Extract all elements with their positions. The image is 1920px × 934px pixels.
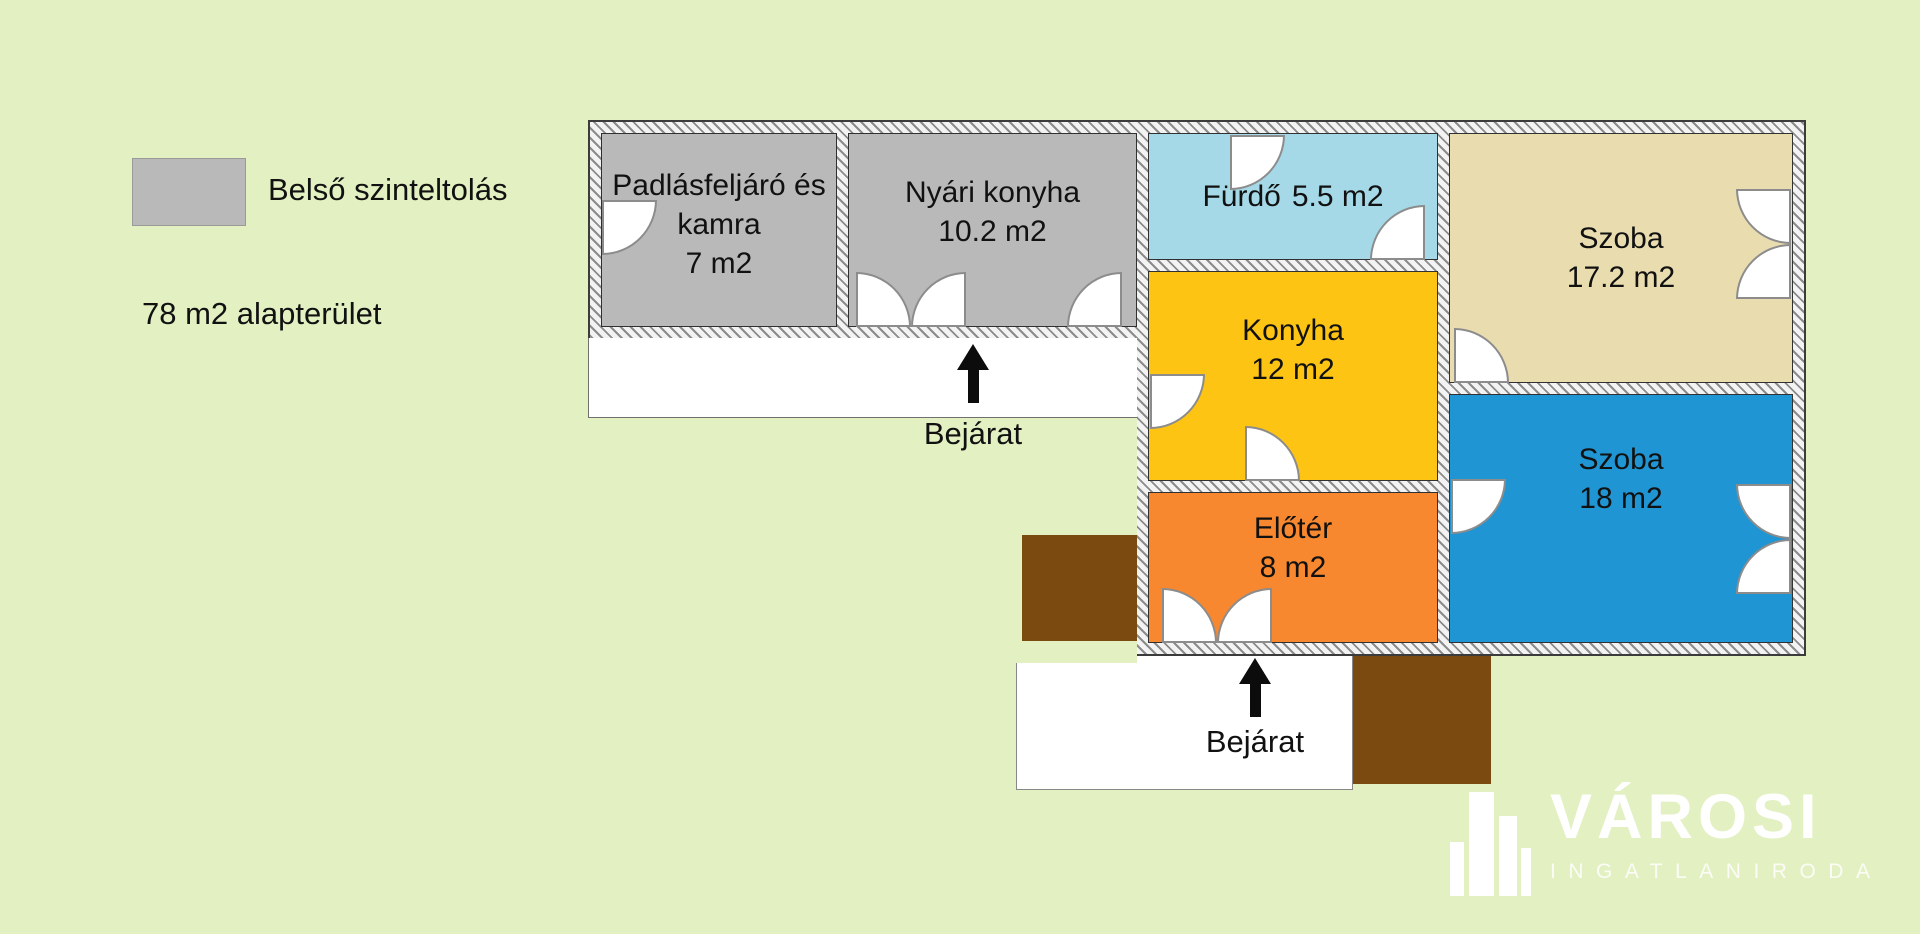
room-szoba-17: Szoba 17.2 m2: [1449, 133, 1793, 383]
room-label: Konyha 12 m2: [1242, 311, 1344, 389]
entrance-label: Bejárat: [923, 416, 1023, 451]
room-label: Nyári konyha 10.2 m2: [905, 173, 1080, 251]
room-name: Nyári konyha: [904, 176, 1081, 209]
room-label: Szoba 17.2 m2: [1567, 219, 1675, 297]
entrance-arrow-icon: [953, 344, 993, 403]
room-area: 7 m2: [685, 246, 753, 280]
terrace-block-right: [1353, 652, 1491, 784]
entrance-label: Bejárat: [1205, 724, 1305, 759]
room-area: 17.2 m2: [1566, 261, 1676, 294]
room-area: 8 m2: [1259, 550, 1327, 584]
room-name: Padlásfeljáró és kamra: [612, 168, 826, 241]
floor-plan: Padlásfeljáró és kamra 7 m2 Nyári konyha…: [587, 120, 1806, 663]
room-name: Szoba: [1578, 222, 1664, 255]
logo-brand: VÁROSI: [1550, 782, 1822, 852]
room-area: 5.5 m2: [1291, 180, 1384, 213]
legend-swatch: [132, 158, 246, 226]
room-area: 18 m2: [1579, 481, 1663, 515]
room-name: Szoba: [1578, 442, 1664, 476]
legend-label: Belső szinteltolás: [268, 172, 508, 207]
room-nyari-konyha: Nyári konyha 10.2 m2: [848, 133, 1137, 327]
porch-lower: [1016, 640, 1353, 790]
entrance-arrow-icon: [1235, 658, 1275, 717]
room-label: Padlásfeljáró és kamra 7 m2: [612, 166, 827, 283]
varosi-logo: VÁROSI INGATLANIRODA: [1448, 784, 1882, 896]
room-area: 10.2 m2: [938, 215, 1047, 248]
room-name: Konyha: [1242, 314, 1344, 347]
logo-subtitle: INGATLANIRODA: [1550, 860, 1883, 884]
terrace-block-left: [1022, 535, 1137, 641]
total-area-label: 78 m2 alapterület: [142, 296, 382, 331]
porch-upper: [588, 338, 1137, 418]
room-szoba-18: Szoba 18 m2: [1449, 394, 1793, 643]
room-name: Előtér: [1253, 511, 1333, 545]
room-area: 12 m2: [1251, 353, 1335, 386]
room-padlasfeljaro-kamra: Padlásfeljáró és kamra 7 m2: [601, 133, 837, 327]
varosi-logo-icon: [1450, 792, 1531, 896]
room-label: Előtér 8 m2: [1254, 509, 1332, 587]
room-label: Szoba 18 m2: [1578, 440, 1663, 518]
